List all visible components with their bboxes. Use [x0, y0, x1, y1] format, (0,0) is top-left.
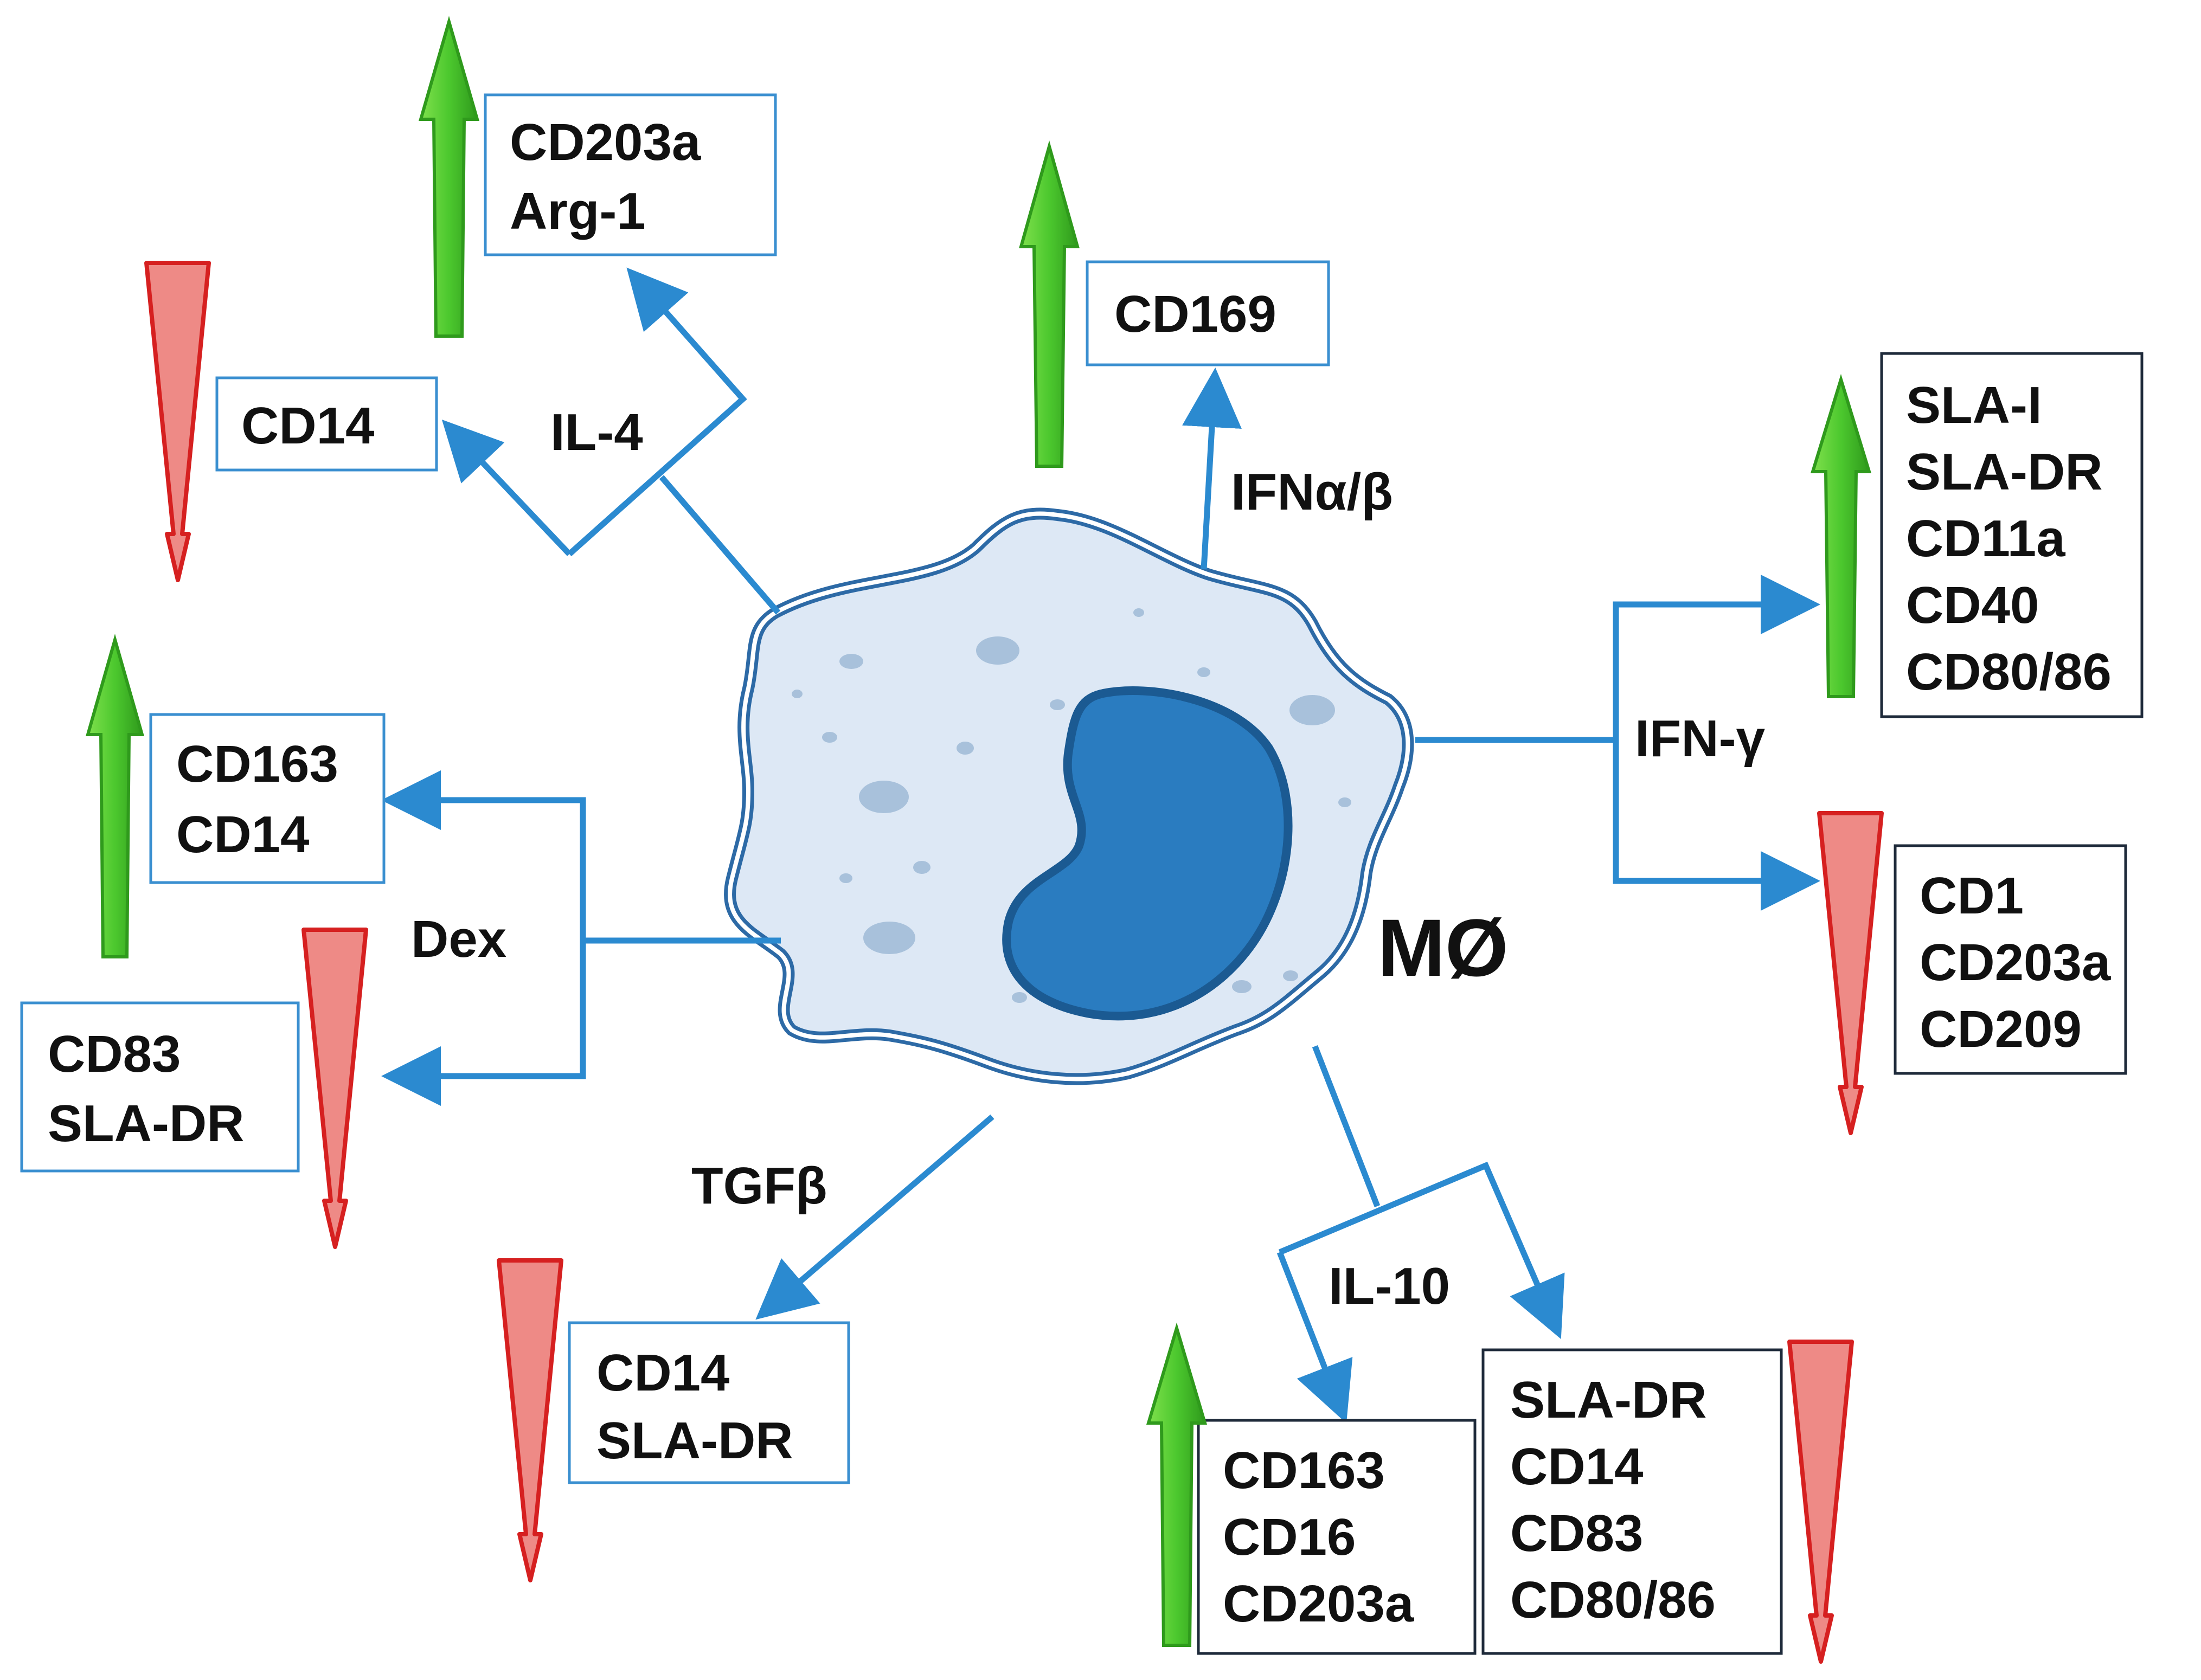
stimulus-dex: Dex [411, 910, 506, 968]
marker: CD203a [510, 113, 701, 171]
marker: CD80/86 [1906, 643, 2112, 701]
connectors [381, 267, 1820, 1424]
il4-branch-down [441, 420, 572, 556]
marker: SLA-DR [1510, 1371, 1707, 1429]
down-arrow-icon [301, 928, 368, 1249]
il10-branch [1278, 1161, 1565, 1340]
box-ifng-down: CD1 CD203a CD209 [1894, 844, 2127, 1075]
marker: CD163 [1223, 1441, 1385, 1499]
marker: CD83 [48, 1025, 181, 1083]
il10-branch-down [1276, 1251, 1353, 1424]
nucleus [1002, 686, 1293, 1021]
marker: CD203a [1920, 934, 2111, 992]
marker: CD14 [241, 397, 374, 455]
marker: SLA-DR [48, 1095, 245, 1153]
il4-stem [659, 475, 781, 615]
down-arrow-icon [1787, 1340, 1854, 1664]
marker: CD83 [1510, 1504, 1643, 1562]
marker: CD203a [1223, 1575, 1414, 1633]
marker: CD209 [1920, 1000, 2082, 1058]
marker: CD1 [1920, 867, 2024, 925]
box-ifng-up: SLA-I SLA-DR CD11a CD40 CD80/86 [1880, 352, 2144, 718]
marker: CD14 [596, 1344, 729, 1402]
stimulus-ifnab: IFNα/β [1231, 463, 1393, 521]
macrophage-cell: MØ [724, 507, 1509, 1085]
up-arrow-icon [86, 634, 144, 958]
box-dex-down: CD83 SLA-DR [20, 1001, 300, 1173]
ifng-bracket [1613, 601, 1806, 884]
box-dex-up: CD163 CD14 [149, 713, 386, 884]
box-ifnab-up: CD169 [1086, 260, 1330, 366]
down-arrow-icon [1817, 811, 1884, 1135]
marker: SLA-I [1906, 376, 2042, 434]
marker: CD40 [1906, 576, 2039, 634]
box-il4-up: CD203a Arg-1 [484, 93, 777, 256]
up-arrow-icon [1019, 140, 1080, 468]
up-arrow-icon [1146, 1322, 1208, 1647]
stimulus-il4: IL-4 [550, 403, 643, 461]
marker: CD14 [1510, 1438, 1643, 1496]
stimulus-il10: IL-10 [1329, 1257, 1450, 1315]
cell-label: MØ [1377, 902, 1509, 993]
box-tgfb-down: CD14 SLA-DR [568, 1321, 850, 1484]
down-arrow-icon [144, 261, 211, 582]
marker: SLA-DR [596, 1412, 793, 1470]
il4-branch [567, 267, 747, 557]
tgfb-connector [755, 1114, 994, 1320]
cytoplasm-granules [792, 608, 1351, 1003]
ifnab-connector [1182, 368, 1242, 570]
marker: CD16 [1223, 1508, 1356, 1566]
il10-stem [1312, 1045, 1381, 1207]
stimulus-tgfb: TGFβ [691, 1157, 827, 1215]
dex-bracket [401, 797, 586, 1079]
stimulus-ifng: IFN-γ [1635, 710, 1766, 768]
marker: CD169 [1114, 285, 1276, 343]
up-arrow-icon [419, 16, 479, 338]
down-arrow-icon [497, 1258, 563, 1582]
marker: CD80/86 [1510, 1571, 1716, 1629]
marker: CD163 [176, 735, 338, 793]
box-il10-down: SLA-DR CD14 CD83 CD80/86 [1481, 1348, 1783, 1655]
marker: SLA-DR [1906, 443, 2103, 501]
marker: Arg-1 [510, 182, 646, 240]
marker: CD14 [176, 806, 309, 864]
box-il10-up: CD163 CD16 CD203a [1197, 1419, 1477, 1655]
up-arrow-icon [1810, 374, 1872, 698]
marker: CD11a [1906, 510, 2065, 568]
box-il4-down: CD14 [215, 376, 438, 472]
